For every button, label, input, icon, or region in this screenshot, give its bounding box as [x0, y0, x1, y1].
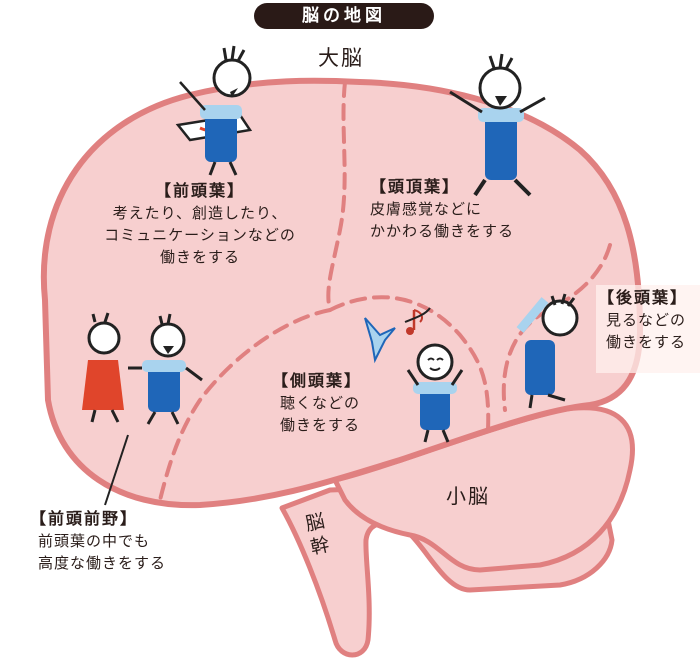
prefrontal-cortex-label: 【前頭前野】 前頭葉の中でも 高度な働きをする — [30, 508, 210, 574]
prefrontal-cortex-desc-1: 前頭葉の中でも — [38, 532, 151, 550]
frontal-lobe-label: 【前頭葉】 考えたり、創造したり、 コミュニケーションなどの 働きをする — [80, 180, 320, 268]
page-title: 脳の地図 — [254, 3, 434, 29]
temporal-lobe-desc-1: 聴くなどの — [280, 394, 361, 412]
prefrontal-pointer-line — [104, 434, 129, 506]
temporal-lobe-label: 【側頭葉】 聴くなどの 働きをする — [272, 370, 402, 436]
parietal-lobe-desc-1: 皮膚感覚などに — [370, 200, 483, 218]
parietal-lobe-desc-2: かかわる働きをする — [370, 222, 515, 240]
looking-child-icon — [516, 293, 579, 409]
temporal-lobe-heading: 【側頭葉】 — [272, 371, 363, 390]
occipital-lobe-desc-2: 働きをする — [606, 333, 687, 351]
brainstem-label-2: 幹 — [308, 533, 332, 559]
occipital-lobe-box — [596, 285, 700, 373]
listening-child-icon — [406, 343, 464, 443]
music-note-icon — [404, 307, 431, 335]
occipital-lobe-heading: 【後頭葉】 — [598, 288, 689, 307]
frontal-lobe-desc-1: 考えたり、創造したり、 — [112, 204, 288, 222]
cerebellum-label: 小脳 — [446, 484, 490, 508]
occipital-lobe-label: 【後頭葉】 見るなどの 働きをする — [598, 287, 700, 353]
painter-child-icon — [175, 45, 253, 176]
parietal-lobe-heading: 【頭頂葉】 — [370, 177, 461, 196]
prefrontal-cortex-heading: 【前頭前野】 — [30, 509, 139, 528]
occipital-lobe-desc-1: 見るなどの — [606, 311, 687, 329]
prefrontal-cortex-desc-2: 高度な働きをする — [38, 554, 167, 572]
talking-children-icon — [82, 312, 203, 425]
frontal-lobe-desc-3: 働きをする — [159, 248, 240, 266]
lobe-dividers — [158, 80, 612, 502]
bird-icon — [364, 317, 396, 364]
frontal-lobe-heading: 【前頭葉】 — [154, 181, 245, 200]
cheering-child-icon — [449, 53, 546, 197]
parietal-lobe-label: 【頭頂葉】 皮膚感覚などに かかわる働きをする — [370, 176, 570, 242]
frontal-lobe-desc-2: コミュニケーションなどの — [104, 226, 296, 244]
cerebrum-label: 大脳 — [318, 46, 364, 70]
temporal-lobe-desc-2: 働きをする — [280, 416, 361, 434]
